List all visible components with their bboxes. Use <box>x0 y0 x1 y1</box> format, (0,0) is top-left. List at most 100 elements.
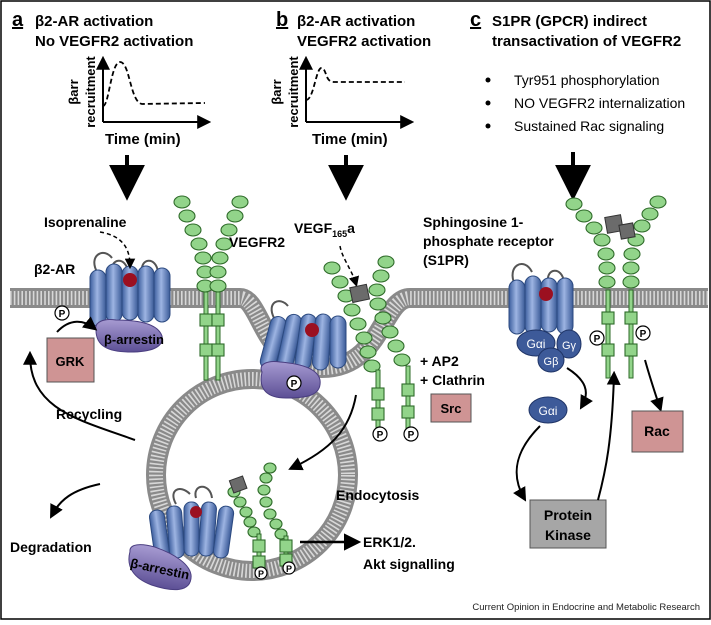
ig-domain <box>585 221 603 235</box>
phospho-site: P <box>403 426 419 442</box>
panel-c-bullets: Tyr951 phosphorylation NO VEGFR2 interna… <box>485 72 685 134</box>
svg-text:Gαi: Gαi <box>539 404 558 418</box>
bullet-dot <box>485 123 491 129</box>
ig-domain <box>359 345 377 359</box>
kinase-domain <box>371 387 385 401</box>
phospho-site: P <box>54 305 70 321</box>
svg-text:P: P <box>291 379 298 390</box>
endosome-membrane-inner <box>149 372 355 578</box>
kinase-domain <box>211 343 225 357</box>
svg-text:P: P <box>59 309 66 320</box>
panel-a-title-line2: No VEGFR2 activation <box>35 33 193 50</box>
svg-text:Gγ: Gγ <box>562 340 577 352</box>
vegf-label: VEGF165a <box>294 220 355 239</box>
kinase-domain <box>624 343 638 357</box>
ig-domain <box>565 197 583 211</box>
svg-text:P: P <box>408 430 415 441</box>
panel-b-graph: βarr recruitment Time (min) <box>269 56 415 148</box>
ig-domain <box>259 472 273 484</box>
ap2-label: + AP2 <box>420 353 459 369</box>
erk-label-line2: Akt signalling <box>363 556 455 572</box>
rac-box: Rac <box>631 410 684 453</box>
ig-domain <box>369 297 387 311</box>
ig-domain <box>368 283 386 297</box>
xlabel: Time (min) <box>312 131 388 148</box>
ig-domain <box>387 339 405 353</box>
bullet-dot <box>485 77 491 83</box>
panel-c-title-line1: S1PR (GPCR) indirect <box>492 13 647 30</box>
ig-domain <box>211 251 229 265</box>
transmembrane-stalk <box>605 289 611 379</box>
ig-domain <box>622 261 640 275</box>
transmembrane-stalk <box>215 291 221 381</box>
src-box: Src <box>430 393 472 423</box>
ig-domain <box>209 279 227 293</box>
ig-domain <box>649 195 667 209</box>
kinase-domain <box>252 555 266 569</box>
g-protein-heterotrimer: Gαi Gγ Gβ <box>516 329 582 373</box>
ig-domain <box>239 506 253 518</box>
endocytosis-arrow <box>288 394 357 471</box>
s1pr-label-line1: Sphingosine 1- <box>423 214 524 230</box>
svg-text:P: P <box>258 569 264 579</box>
vegfr2-receptor-b <box>323 255 415 431</box>
kinase-domain <box>624 311 638 325</box>
svg-text:Gβ: Gβ <box>544 356 559 368</box>
ig-domain <box>226 209 244 223</box>
panel-a-letter: a <box>12 9 24 31</box>
transmembrane-stalk <box>628 289 634 379</box>
ig-domain <box>194 251 212 265</box>
vegf-pointer <box>339 245 360 288</box>
ig-domain <box>331 275 349 289</box>
b2ar-receptor-a <box>89 252 171 327</box>
vegfr2-receptor-c <box>565 195 667 379</box>
kinase-domain <box>279 539 293 553</box>
vegfr2-receptor-a <box>173 195 249 381</box>
ig-domain <box>184 223 202 237</box>
svg-text:P: P <box>594 334 601 345</box>
panel-a-header: a β2-AR activation No VEGFR2 activation <box>12 9 193 50</box>
kinase-domain <box>601 311 615 325</box>
ig-domain <box>598 261 616 275</box>
ig-domain <box>323 261 341 275</box>
ig-domain <box>377 255 395 269</box>
phospho-site: P <box>254 566 268 580</box>
bullet-item: Tyr951 phosphorylation <box>514 72 660 88</box>
grk-to-receptor-arrow <box>56 316 98 333</box>
barr-sustained-curve <box>305 67 405 101</box>
ig-domain <box>597 247 615 261</box>
clathrin-label: + Clathrin <box>420 372 485 388</box>
g-protein-release-arrow <box>566 367 593 410</box>
barr-transient-curve <box>102 61 206 107</box>
ig-domain <box>231 195 249 209</box>
g-gamma <box>556 329 582 359</box>
erk-label-line1: ERK1/2. <box>363 534 416 550</box>
svg-text:Protein: Protein <box>544 507 592 523</box>
ig-domain <box>257 484 271 496</box>
vegfr2-receptor-endosome <box>227 462 293 569</box>
vegfr2-to-rac-arrow <box>644 359 664 412</box>
ig-domain <box>178 209 196 223</box>
svg-text:P: P <box>377 430 384 441</box>
endocytosis-label: Endocytosis <box>336 487 419 503</box>
b2ar-label: β2-AR <box>34 261 75 277</box>
isoprenaline-label: Isoprenaline <box>44 214 127 230</box>
svg-text:P: P <box>640 329 647 340</box>
ig-domain <box>633 219 651 233</box>
ig-domain <box>355 331 373 345</box>
s1pr-label-line2: phosphate receptor <box>423 233 554 249</box>
ig-domain <box>173 195 191 209</box>
bullet-item: Sustained Rac signaling <box>514 118 664 134</box>
svg-text:Kinase: Kinase <box>545 527 591 543</box>
ylabel-line2: recruitment <box>83 56 98 128</box>
kinase-cap <box>604 214 624 234</box>
ig-domain <box>220 223 238 237</box>
svg-text:Gαi: Gαi <box>527 337 546 351</box>
panel-b-letter: b <box>276 9 288 31</box>
phospho-site: P <box>589 330 605 346</box>
ig-domain <box>190 237 208 251</box>
panel-c-letter: c <box>470 9 481 31</box>
ig-domain <box>381 325 399 339</box>
